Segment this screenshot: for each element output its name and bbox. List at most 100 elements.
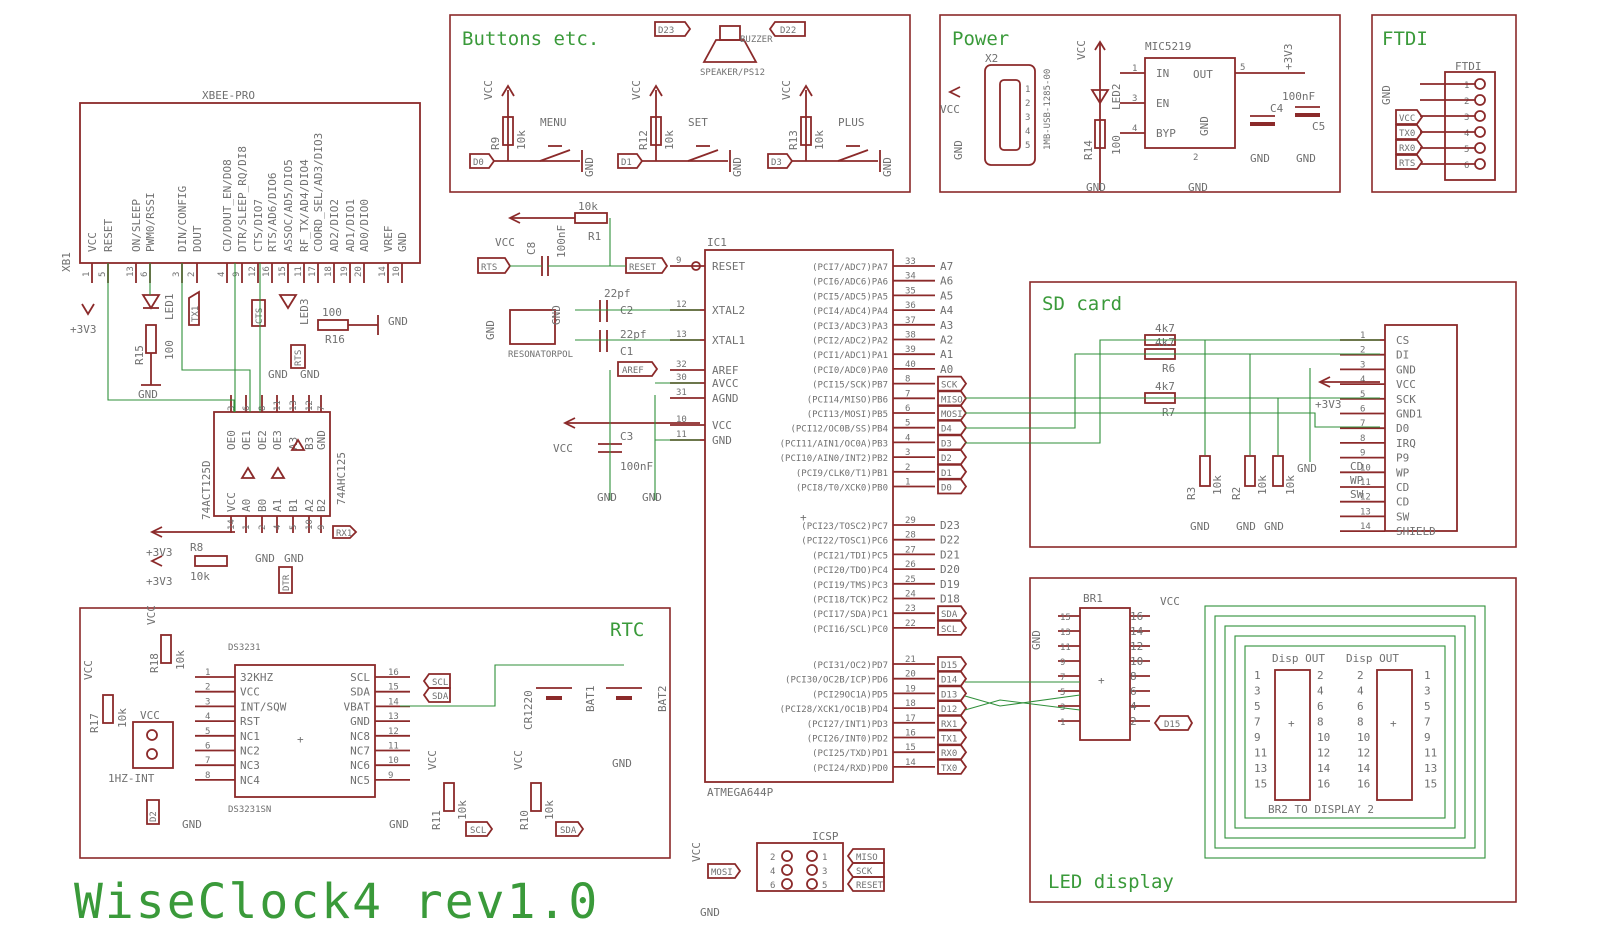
xbee-name: XBEE-PRO bbox=[202, 89, 255, 102]
br1-right-num: 6 bbox=[1130, 685, 1137, 698]
button-switch-icon[interactable] bbox=[687, 149, 719, 162]
ftdi-pin-1[interactable] bbox=[1474, 78, 1486, 90]
ribbon-loop-4 bbox=[1234, 635, 1456, 829]
icsp-net-reset-tag-label: RESET bbox=[856, 881, 884, 891]
buzzer-net-right: D22 bbox=[780, 26, 796, 36]
c1-val: 22pf bbox=[620, 328, 647, 341]
mcu-right-num: 21 bbox=[905, 655, 916, 665]
xbee-pin-name: VREF bbox=[382, 226, 395, 253]
disp-b-right-num: 15 bbox=[1424, 778, 1437, 791]
disp-a-left-num: 13 bbox=[1254, 762, 1267, 775]
ribbon-loop-1 bbox=[1204, 605, 1486, 859]
icsp-pin-2[interactable] bbox=[781, 850, 793, 862]
mcu-left-num: 11 bbox=[676, 430, 687, 440]
ftdi-pin-2[interactable] bbox=[1474, 94, 1486, 106]
icsp-pin-4[interactable] bbox=[781, 864, 793, 876]
reg-left-num: 1 bbox=[1132, 64, 1137, 74]
mcu-net-d4-tag bbox=[937, 419, 968, 436]
rtc-right-num: 11 bbox=[388, 742, 399, 752]
ftdi-pin-num: 1 bbox=[1464, 81, 1469, 91]
buzzer-tag-left bbox=[654, 21, 692, 37]
icsp-pin-6[interactable] bbox=[781, 878, 793, 890]
gnd-label-rtc1: GND bbox=[182, 818, 202, 831]
gnd-label-r2: GND bbox=[1236, 520, 1256, 533]
xbee-pin-num: 1 bbox=[82, 272, 92, 277]
ftdi-pin-num: 3 bbox=[1464, 113, 1469, 123]
icsp-net-miso-tag-label: MISO bbox=[856, 853, 878, 863]
buffer-bot-name: B0 bbox=[256, 499, 269, 512]
r18-ref: R18 bbox=[148, 653, 161, 673]
r14-body bbox=[1094, 119, 1106, 149]
icsp-left-num: 2 bbox=[770, 853, 775, 863]
mcu-right-name: (PCI1/ADC1)PA1 bbox=[812, 351, 888, 361]
button-menu-net-tag bbox=[469, 153, 496, 169]
ftdi-pin-4[interactable] bbox=[1474, 126, 1486, 138]
icsp-pin-1[interactable] bbox=[806, 850, 818, 862]
wire-miso bbox=[965, 412, 1380, 428]
sd-pin-name: SW bbox=[1396, 510, 1410, 523]
rtc-right-num: 12 bbox=[388, 727, 399, 737]
vcc-label-r18: VCC bbox=[145, 605, 158, 625]
mcu-right-num: 19 bbox=[905, 684, 916, 694]
rts-net-tag-label: RTS bbox=[481, 263, 497, 273]
button-switch-icon[interactable] bbox=[837, 149, 869, 162]
ftdi-pin-6[interactable] bbox=[1474, 158, 1486, 170]
mcu-net-d13-tag-label: D13 bbox=[941, 690, 957, 700]
rtc-left-num: 6 bbox=[205, 742, 210, 752]
sd-pin-num: 2 bbox=[1360, 346, 1365, 356]
disp-b-left-num: 14 bbox=[1357, 762, 1371, 775]
mcu-right-num: 16 bbox=[905, 729, 916, 739]
ftdi-net-rx0-tag bbox=[1395, 139, 1424, 155]
mcu-right-num: 39 bbox=[905, 345, 916, 355]
button-set-net-tag-label: D1 bbox=[621, 158, 632, 168]
buffer-gate-icon bbox=[240, 466, 256, 479]
button-resistor bbox=[502, 116, 514, 146]
xbee-3v3-arrow: +3V3 bbox=[70, 303, 97, 336]
button-switch-icon[interactable] bbox=[539, 149, 571, 162]
icsp-pin-3[interactable] bbox=[806, 864, 818, 876]
disp-b-left-num: 16 bbox=[1357, 778, 1370, 791]
reg-out-name: OUT bbox=[1193, 68, 1213, 81]
mcu-net-d12-tag-label: D12 bbox=[941, 705, 957, 715]
r17-body bbox=[102, 694, 114, 724]
wire-d13 bbox=[964, 694, 1081, 707]
rtc-left-name: NC1 bbox=[240, 730, 260, 743]
mcu-right-name: (PCI22/TOSC1)PC6 bbox=[801, 537, 888, 547]
button-res-ref: R13 bbox=[787, 130, 800, 150]
mcu-right-name: (PCI17/SDA)PC1 bbox=[812, 610, 888, 620]
gnd-label-rtc2: GND bbox=[389, 818, 409, 831]
sd-pin-name: DI bbox=[1396, 349, 1409, 362]
xbee-pin-name: ON/SLEEP bbox=[130, 199, 143, 252]
rtc-right-num: 13 bbox=[388, 712, 399, 722]
v33-label-2: +3V3 bbox=[146, 575, 173, 588]
mcu-name: ATMEGA644P bbox=[707, 786, 774, 799]
ftdi-pin-5[interactable] bbox=[1474, 142, 1486, 154]
xbee-pins: 1VCC5RESET13ON/SLEEP6PWM0/RSSI3DIN/CONFI… bbox=[82, 133, 409, 283]
sd-pin-name: P9 bbox=[1396, 452, 1409, 465]
reg-left-num: 3 bbox=[1132, 94, 1137, 104]
mcu-right-num: 2 bbox=[905, 463, 910, 473]
regulator-name: MIC5219 bbox=[1145, 40, 1191, 53]
ftdi-net-rts-tag-label: RTS bbox=[1399, 159, 1415, 169]
mcu-right-name: (PCI21/TDI)PC5 bbox=[812, 551, 888, 561]
icsp-header bbox=[756, 842, 844, 892]
sd-series-val: 4k7 bbox=[1155, 380, 1175, 393]
icsp-pin-5[interactable] bbox=[806, 878, 818, 890]
xbee-pin-name: RTS/AD6/DIO6 bbox=[266, 173, 279, 252]
mcu-right-name: (PCI14/MISO)PB6 bbox=[807, 395, 888, 405]
xbee-pin-num: 17 bbox=[308, 266, 318, 277]
rtc-left-num: 1 bbox=[205, 668, 210, 678]
buzzer-part: SPEAKER/PS12 bbox=[700, 68, 765, 78]
sd-extras: +3V3 GND GND GND GND CD WP SW bbox=[1190, 376, 1380, 533]
c5-val: 100nF bbox=[1282, 90, 1315, 103]
tx1-tag-label: TX1 bbox=[191, 306, 201, 322]
ftdi-pin-3[interactable] bbox=[1474, 110, 1486, 122]
xbee-module: XBEE-PRO XB1 1VCC5RESET13ON/SLEEP6PWM0/R… bbox=[60, 89, 421, 283]
usb-ref: X2 bbox=[985, 52, 998, 65]
sd-pullup-ref: R3 bbox=[1185, 487, 1198, 500]
buffer-top-num: 12 bbox=[305, 400, 315, 411]
mcu-right-num: 20 bbox=[905, 670, 916, 680]
sda-tag-r10-label: SDA bbox=[560, 826, 577, 836]
rtc-left-num: 4 bbox=[205, 712, 210, 722]
